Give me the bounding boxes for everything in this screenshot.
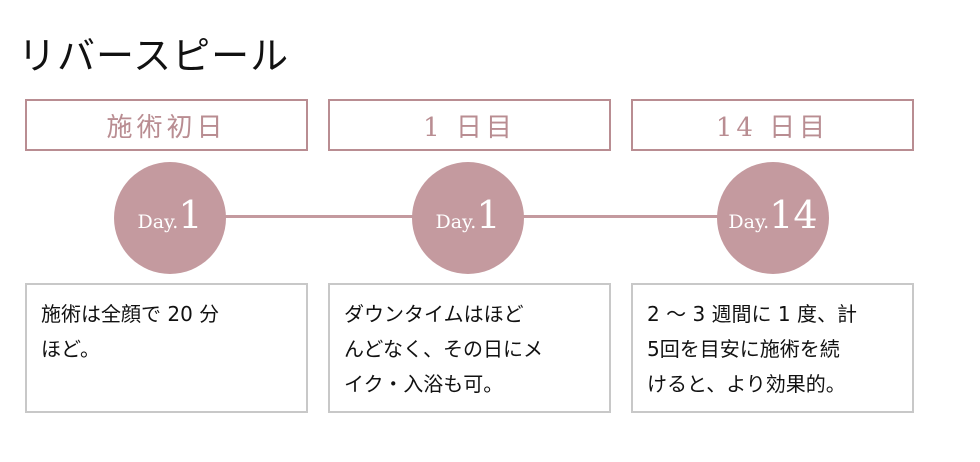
description-line: 5回を目安に施術を続 [647, 337, 840, 361]
page-title: リバースピール [18, 34, 290, 78]
day-badge-label: Day. [728, 211, 770, 233]
stage-description-box: 2 〜 3 週間に 1 度、計 5回を目安に施術を続 けると、より効果的。 [631, 283, 914, 413]
stage-description-box: 施術は全顔で 20 分 ほど。 [25, 283, 308, 413]
day-badge-label: Day. [435, 211, 477, 233]
description-line: 2 〜 3 週間に 1 度、計 [647, 302, 857, 326]
day-badge-number: 1 [178, 193, 203, 237]
description-line: んどなく、その日にメ [344, 337, 543, 361]
timeline-connector [520, 215, 726, 218]
description-line: けると、より効果的。 [647, 372, 846, 396]
description-line: ほど。 [41, 337, 100, 361]
stage-description-box: ダウンタイムはほど んどなく、その日にメ イク・入浴も可。 [328, 283, 611, 413]
day-badge-number: 1 [476, 193, 501, 237]
description-line: ダウンタイムはほど [344, 302, 524, 326]
stage-header-day-1: 1 日目 [328, 99, 611, 151]
day-badge-label: Day. [137, 211, 179, 233]
timeline-connector [222, 215, 418, 218]
day-badge-2: Day.1 [412, 162, 524, 274]
day-badge-number: 14 [769, 193, 818, 237]
day-badge-1: Day.1 [114, 162, 226, 274]
day-badge-3: Day.14 [717, 162, 829, 274]
description-line: 施術は全顔で 20 分 [41, 302, 220, 326]
stage-header-day-of-treatment: 施術初日 [25, 99, 308, 151]
description-line: イク・入浴も可。 [344, 372, 504, 396]
stage-header-day-14: 14 日目 [631, 99, 914, 151]
